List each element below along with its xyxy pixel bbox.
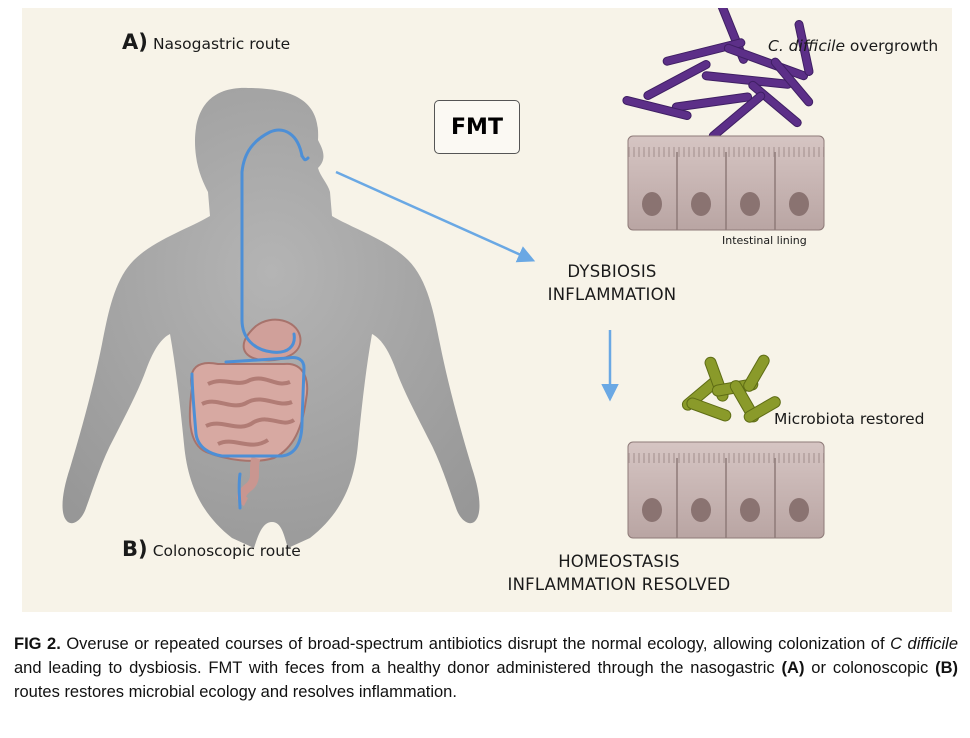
caption-organism: C difficile — [890, 635, 958, 653]
route-a-letter: A) — [122, 30, 148, 54]
dysbiosis-label: DYSBIOSIS INFLAMMATION — [522, 262, 702, 304]
fmt-label: FMT — [451, 114, 503, 140]
caption-text-2: and leading to dysbiosis. FMT with feces… — [14, 659, 782, 677]
route-b-text: Colonoscopic route — [152, 542, 301, 560]
intestines — [188, 318, 309, 507]
overgrowth-label: C. difficile overgrowth — [768, 37, 938, 55]
human-body-silhouette — [62, 87, 480, 548]
flow-arrows — [335, 170, 619, 402]
microbiota-restored-label: Microbiota restored — [774, 410, 925, 428]
overgrowth-organism: C. difficile — [768, 37, 845, 55]
caption-ref-a: (A) — [781, 659, 805, 677]
healthy-microbiota — [681, 354, 781, 423]
route-a-label: A) Nasogastric route — [122, 30, 290, 54]
intestinal-lining-label: Intestinal lining — [722, 234, 807, 247]
fmt-label-box: FMT — [434, 100, 520, 154]
route-b-letter: B) — [122, 537, 148, 561]
caption-text-3: or colonoscopic — [804, 659, 936, 677]
tube-route — [190, 128, 310, 510]
homeostasis-label: HOMEOSTASIS INFLAMMATION RESOLVED — [474, 552, 764, 594]
overgrowth-text: overgrowth — [845, 37, 939, 55]
intestinal-lining-top — [627, 135, 825, 231]
route-a-text: Nasogastric route — [152, 35, 291, 53]
route-b-label: B) Colonoscopic route — [122, 537, 301, 561]
homeostasis-line-2: INFLAMMATION RESOLVED — [507, 575, 731, 594]
dysbiosis-line-2: INFLAMMATION — [547, 285, 677, 304]
intestinal-lining-bottom — [627, 441, 825, 539]
caption-text-1: Overuse or repeated courses of broad-spe… — [60, 635, 891, 653]
homeostasis-line-1: HOMEOSTASIS — [558, 552, 680, 571]
figure-caption: FIG 2. Overuse or repeated courses of br… — [14, 632, 958, 704]
caption-text-4: routes restores microbial ecology and re… — [14, 683, 457, 701]
caption-ref-b: (B) — [935, 659, 958, 677]
c-difficile-bacteria — [622, 8, 814, 141]
figure-illustration — [62, 8, 825, 548]
dysbiosis-line-1: DYSBIOSIS — [567, 262, 657, 281]
figure-panel: A) Nasogastric route B) Colonoscopic rou… — [22, 8, 952, 612]
caption-fig-number: FIG 2. — [14, 635, 61, 653]
